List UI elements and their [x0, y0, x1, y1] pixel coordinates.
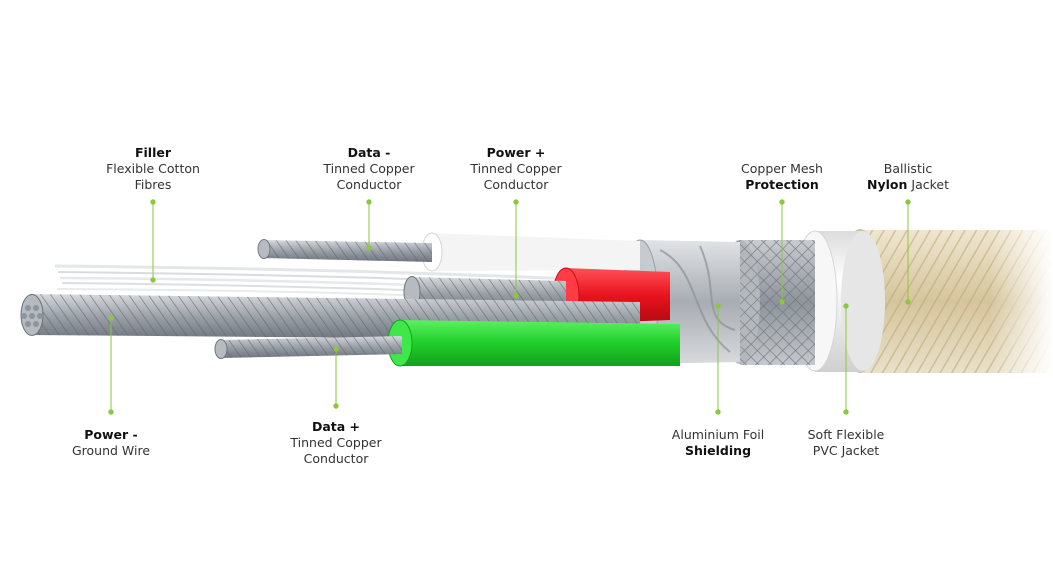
leader-power-minus-start-dot: [108, 315, 114, 321]
label-data-minus: Data - Tinned Copper Conductor: [323, 145, 414, 193]
leader-lines: [108, 199, 911, 415]
data-minus-conductor: [257, 232, 640, 272]
leader-filler-start-dot: [150, 199, 156, 205]
label-filler-title: Filler: [134, 145, 172, 160]
label-data-plus: Data + Tinned Copper Conductor: [290, 419, 381, 467]
label-pvc-jacket: Soft Flexible PVC Jacket: [808, 427, 885, 459]
label-power-plus-line2: Conductor: [483, 177, 549, 192]
label-nylon-rest: Jacket: [907, 177, 949, 192]
leader-pvc-start-dot: [843, 303, 849, 309]
leader-power-plus-end-dot: [513, 293, 519, 299]
label-copper-mesh: Copper Mesh Protection: [741, 161, 823, 193]
label-data-minus-line1: Tinned Copper: [323, 161, 415, 176]
label-filler-line2: Fibres: [134, 177, 172, 192]
leader-data-plus-end-dot: [333, 403, 339, 409]
label-power-plus-line1: Tinned Copper: [470, 161, 562, 176]
label-data-plus-line1: Tinned Copper: [290, 435, 382, 450]
label-aluminium-foil: Aluminium Foil Shielding: [672, 427, 764, 459]
leader-filler-end-dot: [150, 277, 156, 283]
nylon-jacket: [838, 225, 1053, 377]
leader-power-plus-start-dot: [513, 199, 519, 205]
label-power-minus-line1: Ground Wire: [71, 443, 151, 458]
label-nylon-line1: Ballistic: [883, 161, 933, 176]
leader-foil-end-dot: [715, 409, 721, 415]
data-plus-conductor: [214, 319, 680, 367]
label-foil-title: Shielding: [684, 443, 752, 458]
label-pvc-line2: PVC Jacket: [812, 443, 880, 458]
label-data-minus-title: Data -: [347, 145, 391, 160]
leader-data-minus-start-dot: [366, 199, 372, 205]
label-nylon-bold: Nylon: [867, 177, 908, 192]
label-foil-line1: Aluminium Foil: [671, 427, 765, 442]
label-power-minus-title: Power -: [84, 427, 138, 442]
label-copper-mesh-line1: Copper Mesh: [741, 161, 823, 176]
leader-power-minus-end-dot: [108, 409, 114, 415]
label-data-plus-title: Data +: [311, 419, 361, 434]
leader-nylon-start-dot: [905, 199, 911, 205]
leader-data-minus-end-dot: [366, 245, 372, 251]
leader-copper-mesh-start-dot: [779, 199, 785, 205]
label-filler: Filler Flexible Cotton Fibres: [106, 145, 200, 193]
label-power-minus: Power - Ground Wire: [72, 427, 150, 459]
leader-nylon-end-dot: [905, 299, 911, 305]
label-filler-line1: Flexible Cotton: [106, 161, 200, 176]
label-data-minus-line2: Conductor: [336, 177, 402, 192]
label-power-plus-title: Power +: [486, 145, 546, 160]
leader-data-plus-start-dot: [333, 346, 339, 352]
leader-copper-mesh-end-dot: [779, 299, 785, 305]
label-nylon-jacket: Ballistic Nylon Jacket: [867, 161, 949, 193]
label-power-plus: Power + Tinned Copper Conductor: [470, 145, 561, 193]
label-copper-mesh-title: Protection: [745, 177, 819, 192]
label-pvc-line1: Soft Flexible: [807, 427, 885, 442]
leader-foil-start-dot: [715, 303, 721, 309]
leader-pvc-end-dot: [843, 409, 849, 415]
label-data-plus-line2: Conductor: [303, 451, 369, 466]
label-nylon-line2: Nylon Jacket: [867, 177, 949, 193]
